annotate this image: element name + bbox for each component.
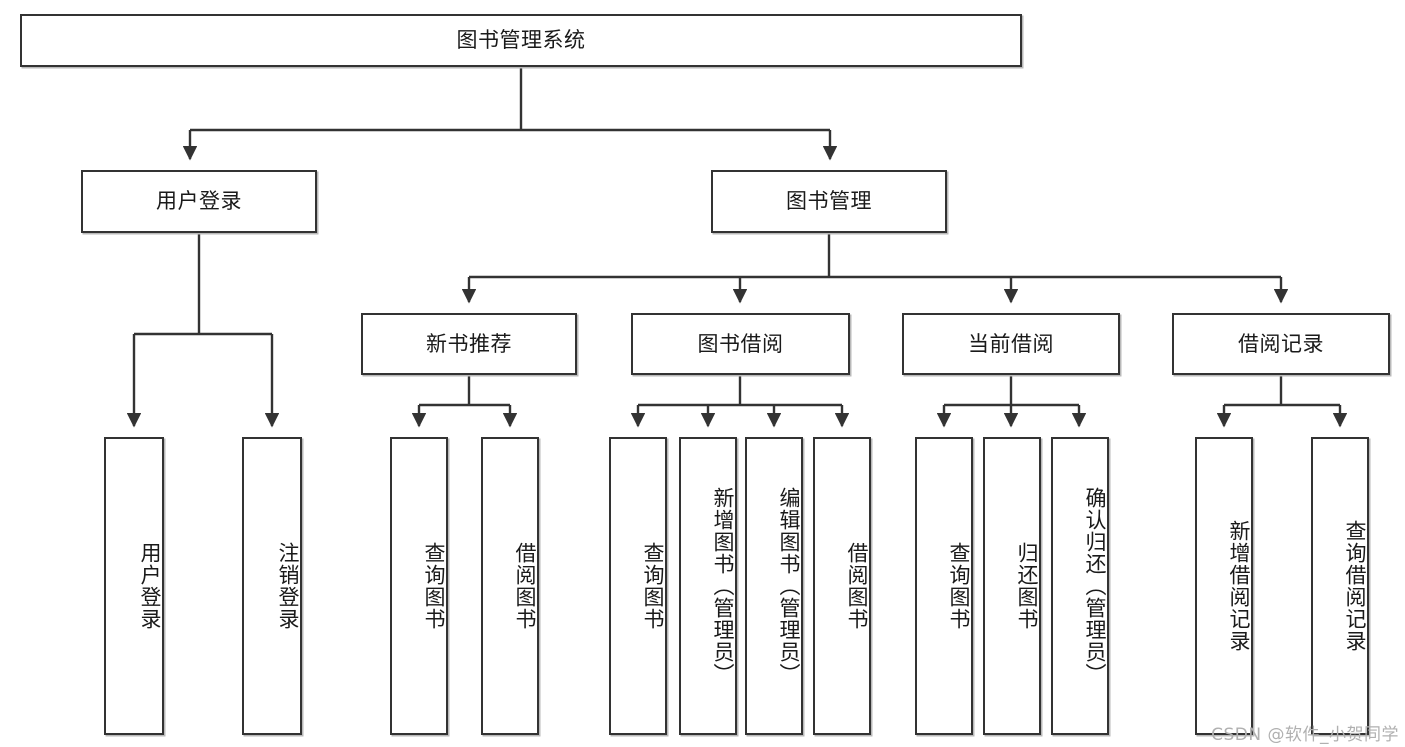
leaf-edit-book[interactable]: 编辑图书（管理员）	[745, 437, 803, 735]
leaf-user-login[interactable]: 用户登录	[104, 437, 164, 735]
leaf-query-book-1[interactable]: 查询图书	[390, 437, 448, 735]
node-book-borrow-label: 图书借阅	[697, 331, 784, 356]
node-borrow-record-label: 借阅记录	[1238, 331, 1324, 356]
leaf-user-login-label: 用户登录	[138, 542, 162, 630]
leaf-borrow-book-2-label: 借阅图书	[845, 542, 869, 630]
leaf-add-book-label: 新增图书（管理员）	[711, 487, 735, 685]
node-user-login-label: 用户登录	[156, 189, 242, 214]
node-new-book-rec[interactable]: 新书推荐	[361, 313, 577, 375]
node-root[interactable]: 图书管理系统	[20, 14, 1022, 67]
node-new-book-rec-label: 新书推荐	[426, 331, 512, 356]
node-current-borrow[interactable]: 当前借阅	[902, 313, 1120, 375]
node-book-manage-label: 图书管理	[786, 189, 872, 214]
leaf-query-book-3-label: 查询图书	[947, 542, 971, 630]
node-book-manage[interactable]: 图书管理	[711, 170, 947, 233]
csdn-watermark: CSDN @软件_小贺同学	[1211, 725, 1399, 745]
leaf-return-book[interactable]: 归还图书	[983, 437, 1041, 735]
leaf-borrow-book-1[interactable]: 借阅图书	[481, 437, 539, 735]
leaf-query-book-3[interactable]: 查询图书	[915, 437, 973, 735]
node-borrow-record[interactable]: 借阅记录	[1172, 313, 1390, 375]
leaf-logout-label: 注销登录	[276, 542, 300, 630]
leaf-confirm-return-label: 确认归还（管理员）	[1083, 487, 1107, 685]
leaf-edit-book-label: 编辑图书（管理员）	[777, 487, 801, 685]
leaf-query-record[interactable]: 查询借阅记录	[1311, 437, 1369, 735]
leaf-return-book-label: 归还图书	[1015, 542, 1039, 630]
node-root-label: 图书管理系统	[456, 28, 586, 53]
leaf-add-record-label: 新增借阅记录	[1227, 520, 1251, 652]
leaf-borrow-book-1-label: 借阅图书	[513, 542, 537, 630]
leaf-query-book-2-label: 查询图书	[641, 542, 665, 630]
node-current-borrow-label: 当前借阅	[968, 331, 1054, 356]
node-book-borrow[interactable]: 图书借阅	[631, 313, 850, 375]
leaf-add-record[interactable]: 新增借阅记录	[1195, 437, 1253, 735]
node-user-login[interactable]: 用户登录	[81, 170, 317, 233]
leaf-query-book-1-label: 查询图书	[422, 542, 446, 630]
leaf-add-book[interactable]: 新增图书（管理员）	[679, 437, 737, 735]
leaf-borrow-book-2[interactable]: 借阅图书	[813, 437, 871, 735]
leaf-query-record-label: 查询借阅记录	[1343, 520, 1367, 652]
leaf-logout[interactable]: 注销登录	[242, 437, 302, 735]
leaf-confirm-return[interactable]: 确认归还（管理员）	[1051, 437, 1109, 735]
leaf-query-book-2[interactable]: 查询图书	[609, 437, 667, 735]
